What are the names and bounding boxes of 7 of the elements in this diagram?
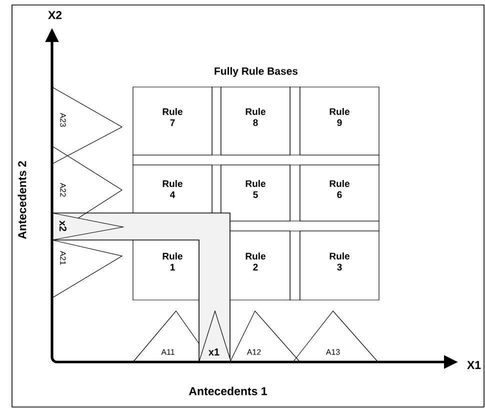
axis-label: X1 (467, 361, 481, 369)
axis-label: Antecedents 2 (18, 161, 26, 240)
membership-triangle: x1 (198, 310, 232, 362)
title: Fully Rule Bases (214, 67, 298, 77)
membership-triangle: x2 (52, 212, 125, 240)
axis-label: Antecedents 1 (188, 386, 267, 396)
axis-label: X2 (48, 10, 62, 20)
